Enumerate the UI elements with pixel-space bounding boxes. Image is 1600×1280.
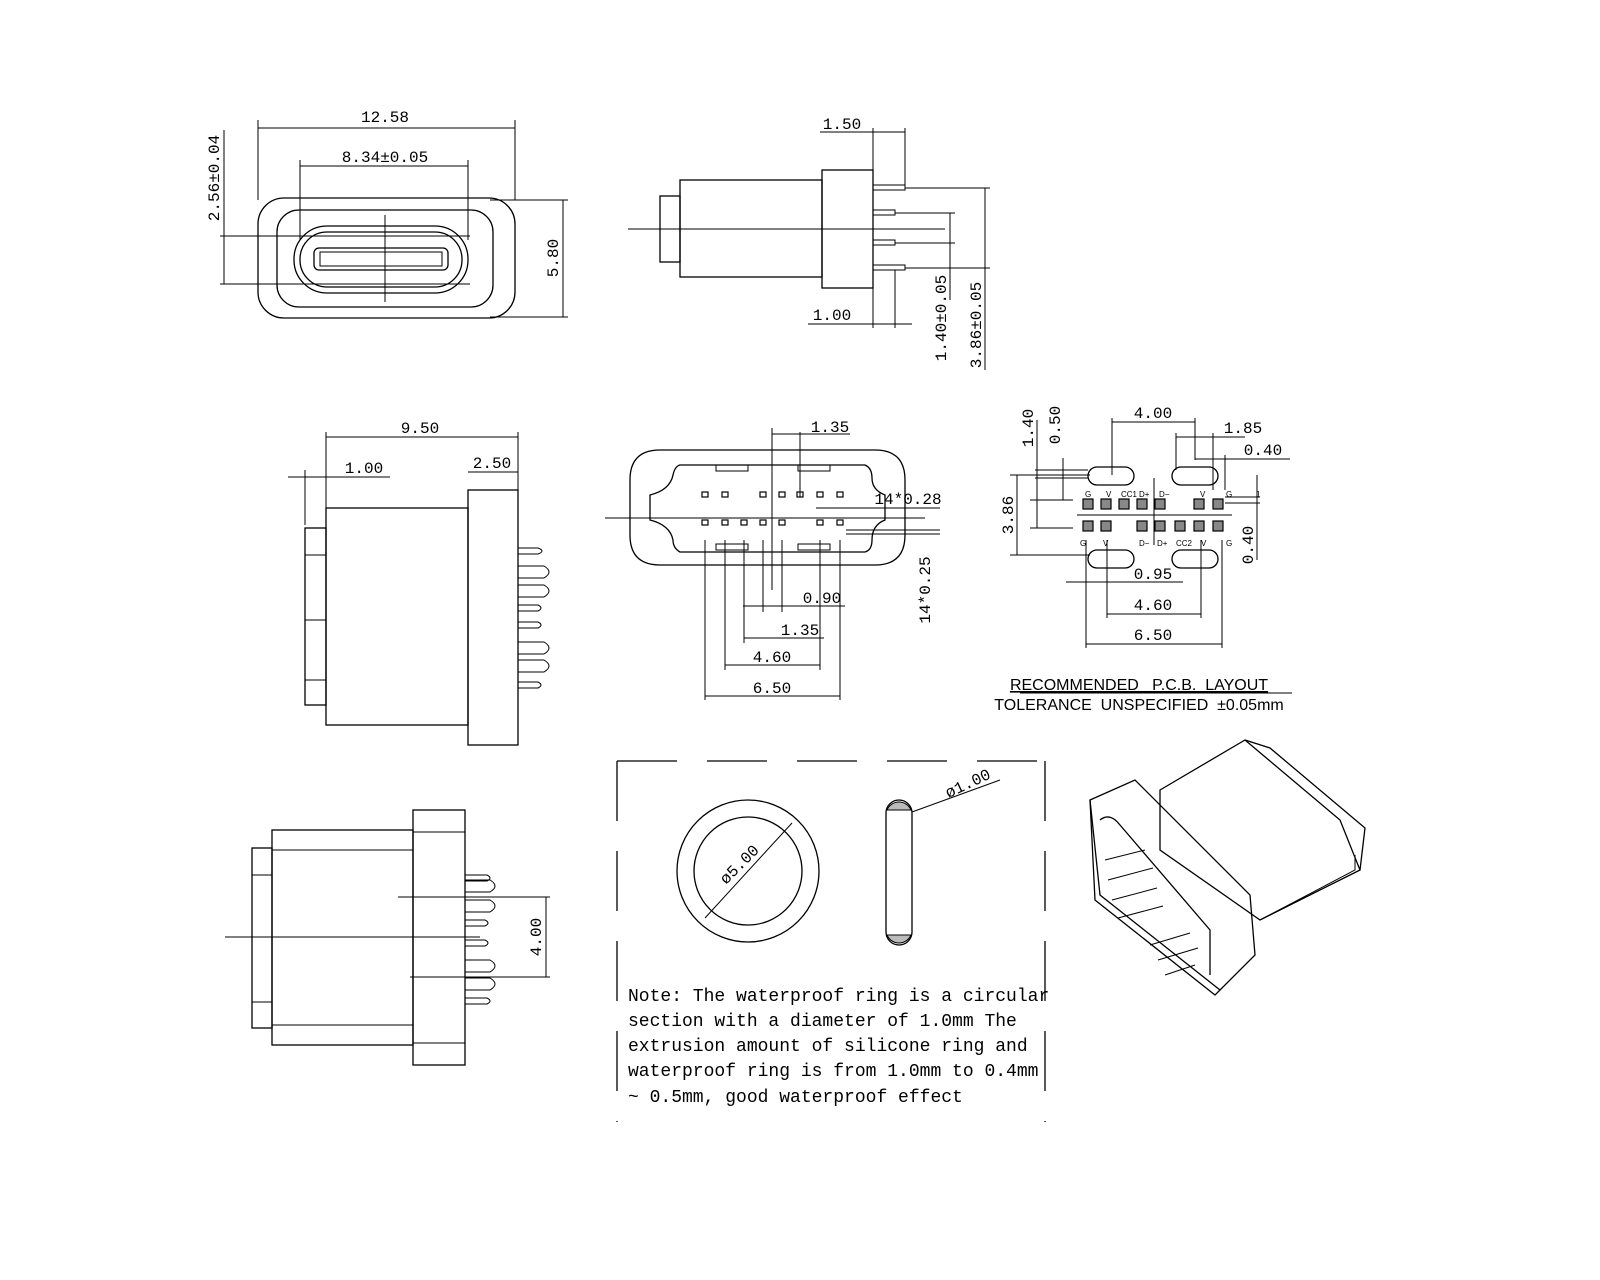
pin-label: V: [1106, 490, 1112, 499]
dim-140: 1.40: [1020, 409, 1038, 447]
front-view: 12.58 8.34±0.05 2.56±0.04 5.80: [206, 109, 568, 319]
dim-pad-width: 14*0.28: [874, 491, 941, 509]
pcb-title: RECOMMENDED P.C.B. LAYOUT: [1010, 677, 1268, 694]
contact-pad: [816, 491, 824, 498]
dim-460: 4.60: [753, 649, 791, 667]
dim-650: 6.50: [753, 680, 791, 698]
contact-pad: [701, 519, 709, 526]
dim-386: 3.86: [1000, 496, 1018, 534]
pin-one-label: 1: [1256, 490, 1261, 499]
pcb-pad: [1154, 520, 1166, 532]
note-line: waterproof ring is from 1.0mm to 0.4mm: [628, 1062, 1038, 1082]
contact-pad: [778, 491, 786, 498]
pin-label: D−: [1159, 490, 1170, 499]
ring-inner: [693, 816, 803, 926]
dim-090: 0.90: [803, 590, 841, 608]
dim-height: 5.80: [545, 239, 563, 277]
side-view-top: 1.50 1.00 1.40±0.05 3.86±0.05: [628, 116, 990, 370]
pin-label: CC2: [1176, 539, 1193, 548]
pcb-pad: [1082, 520, 1094, 532]
dim-pad-length: 14*0.25: [917, 556, 935, 623]
pcb-pad: [1193, 520, 1205, 532]
dim-width: 12.58: [361, 109, 409, 127]
dim-pin-offset: 1.00: [813, 307, 851, 325]
ring-diameter: ø5.00: [717, 842, 764, 889]
pcb-pad: [1154, 498, 1166, 510]
pin-label: G: [1226, 490, 1232, 499]
dim-pin-span: 3.86±0.05: [968, 282, 986, 368]
pin-label: G: [1226, 539, 1232, 548]
ring-detail: ø5.00 ø1.00 Note: The waterproof ring is…: [616, 760, 1049, 1122]
ring-outer: [676, 799, 820, 943]
dim-opening: 8.34±0.05: [342, 149, 428, 167]
pin-label: V: [1200, 490, 1206, 499]
pin-label: V: [1201, 539, 1207, 548]
pcb-pad: [1174, 520, 1186, 532]
pin-label: G: [1085, 490, 1091, 499]
pcb-pad: [1082, 498, 1094, 510]
contact-pad: [778, 519, 786, 526]
note-line: section with a diameter of 1.0mm The: [628, 1012, 1017, 1032]
pin-label: D−: [1139, 539, 1150, 548]
contact-pad: [721, 491, 729, 498]
pin-label: G: [1080, 539, 1086, 548]
contact-pad: [701, 491, 709, 498]
dim-length: 9.50: [401, 420, 439, 438]
section-diameter: ø1.00: [943, 766, 994, 803]
dim-pitch-bottom: 4.00: [528, 918, 546, 956]
dim-flange: 1.50: [823, 116, 861, 134]
dim-135: 1.35: [781, 622, 819, 640]
dim-650-pcb: 6.50: [1134, 627, 1172, 645]
pcb-pad: [1212, 520, 1224, 532]
contact-pad: [759, 491, 767, 498]
dim-flange-left: 2.50: [473, 455, 511, 473]
pcb-tolerance: TOLERANCE UNSPECIFIED ±0.05mm: [994, 697, 1283, 714]
dim-pitch: 1.35: [811, 419, 849, 437]
dim-opening-height: 2.56±0.04: [206, 135, 224, 221]
pin-label: CC1: [1121, 490, 1138, 499]
dim-front: 1.00: [345, 460, 383, 478]
pcb-pad: [1136, 520, 1148, 532]
pin-label: V: [1103, 539, 1109, 548]
contact-pad: [836, 519, 844, 526]
pcb-layout: G V CC1 D+ D− V G G V D− D+ CC2 V G 1 4.…: [994, 405, 1292, 714]
dim-460-pcb: 4.60: [1134, 597, 1172, 615]
dim-040b: 0.40: [1240, 526, 1258, 564]
pcb-pad: [1100, 498, 1112, 510]
side-view-bottom: 4.00: [225, 809, 550, 1066]
dim-050: 0.50: [1047, 406, 1065, 444]
dim-pin-pitch: 1.40±0.05: [933, 275, 951, 361]
dim-095: 0.95: [1134, 566, 1172, 584]
dim-slot-pitch: 4.00: [1134, 405, 1172, 423]
pcb-pad: [1193, 498, 1205, 510]
side-view-left: 9.50 1.00 2.50: [288, 420, 550, 746]
pcb-pad: [1118, 498, 1130, 510]
pcb-pad: [1100, 520, 1112, 532]
contact-pad: [836, 491, 844, 498]
note-line: ~ 0.5mm, good waterproof effect: [628, 1088, 963, 1108]
pcb-pad: [1136, 498, 1148, 510]
pin-label: D+: [1139, 490, 1150, 499]
contact-pad: [740, 519, 748, 526]
dim-185: 1.85: [1224, 420, 1262, 438]
contact-pad: [759, 519, 767, 526]
note-line: Note: The waterproof ring is a circular: [628, 987, 1049, 1007]
dim-040a: 0.40: [1244, 442, 1282, 460]
pin-label: D+: [1157, 539, 1168, 548]
note-line: extrusion amount of silicone ring and: [628, 1037, 1028, 1057]
pcb-pad: [1212, 498, 1224, 510]
bottom-view: 1.35 14*0.28 14*0.25 0.90 1.35 4.60 6.50: [605, 419, 942, 700]
contact-pad: [721, 519, 729, 526]
ring-section: [885, 799, 913, 946]
contact-pad: [816, 519, 824, 526]
isometric-view: [1089, 739, 1366, 996]
